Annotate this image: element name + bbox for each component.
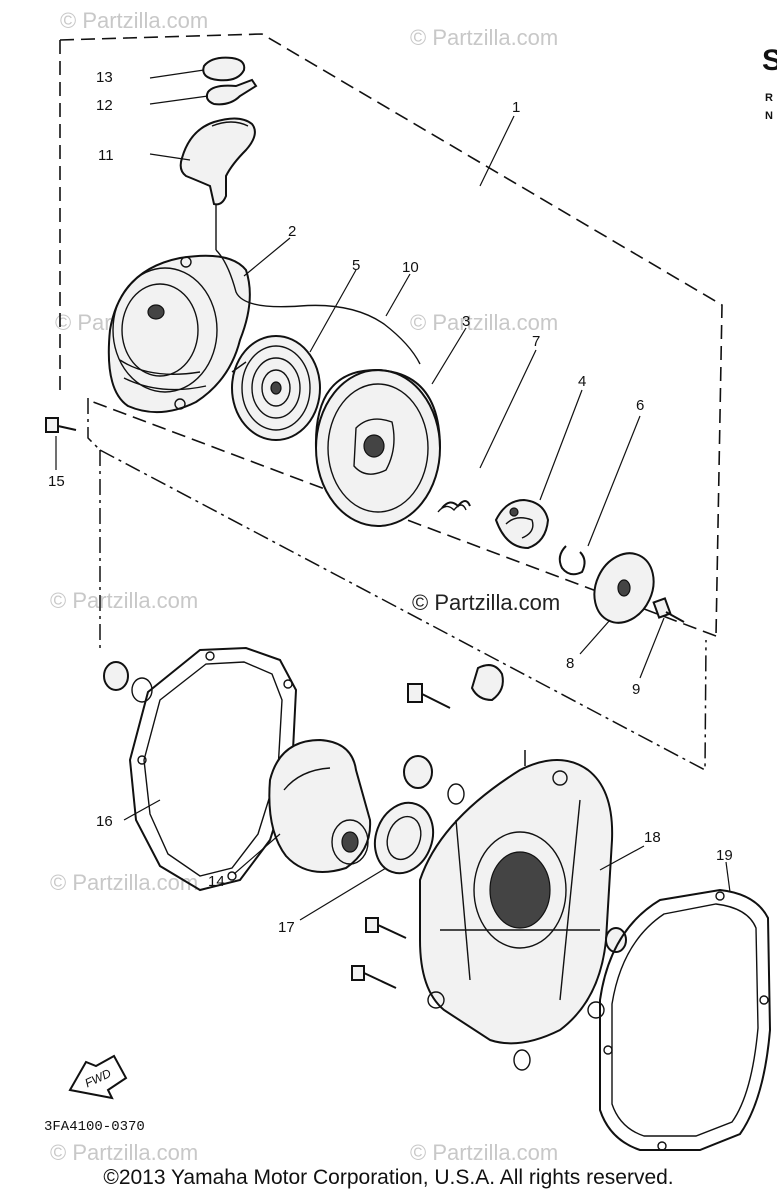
part-6-clip bbox=[558, 545, 586, 576]
part-4-drive-pawl bbox=[494, 498, 550, 550]
watermark: © Partzilla.com bbox=[60, 8, 208, 33]
callout-7: 7 bbox=[532, 333, 540, 350]
part-5-spiral-spring bbox=[231, 335, 321, 441]
callout-1: 1 bbox=[512, 99, 520, 116]
callout-2: 2 bbox=[288, 223, 296, 240]
callout-13: 13 bbox=[96, 69, 113, 86]
callout-10: 10 bbox=[402, 259, 419, 276]
part-13-handle-cap bbox=[202, 56, 246, 82]
part-8-drive-plate bbox=[593, 552, 655, 624]
fwd-label: FWD bbox=[83, 1066, 114, 1090]
part-15-screw bbox=[45, 417, 77, 433]
watermark: © Partzilla.com bbox=[410, 1140, 558, 1165]
callout-5: 5 bbox=[352, 257, 360, 274]
callout-19: 19 bbox=[716, 847, 733, 864]
watermark: © Partzilla.com bbox=[410, 25, 558, 50]
fwd-arrow: FWD bbox=[68, 1054, 128, 1100]
outline-joint bbox=[87, 398, 101, 451]
part-18-crankcase-cover bbox=[419, 759, 614, 1045]
leader-lines bbox=[55, 69, 731, 921]
side-letter: R bbox=[765, 92, 773, 104]
side-letter: N bbox=[765, 110, 773, 122]
part-10-starter-rope bbox=[215, 249, 421, 365]
part-16-gasket bbox=[128, 646, 298, 892]
callout-8: 8 bbox=[566, 655, 574, 672]
watermark: © Partzilla.com bbox=[50, 588, 198, 613]
part-3-sheave-drum bbox=[314, 368, 441, 527]
callout-16: 16 bbox=[96, 813, 113, 830]
side-heading: S bbox=[762, 44, 777, 77]
part-17-oil-seal bbox=[373, 801, 435, 875]
part-19-gasket bbox=[599, 888, 772, 1151]
callout-18: 18 bbox=[644, 829, 661, 846]
callout-11: 11 bbox=[98, 147, 114, 164]
callout-17: 17 bbox=[278, 919, 295, 936]
part-14-starter-pulley bbox=[268, 738, 372, 873]
watermark: © Partzilla.com bbox=[50, 870, 198, 895]
copyright-notice: ©2013 Yamaha Motor Corporation, U.S.A. A… bbox=[103, 1166, 674, 1189]
dowel-pins bbox=[103, 661, 153, 703]
sub-assembly-outline bbox=[99, 449, 707, 772]
part-2-starter-case bbox=[107, 254, 251, 414]
callout-15: 15 bbox=[48, 473, 65, 490]
part-11-starter-handle bbox=[179, 117, 256, 250]
callout-9: 9 bbox=[632, 681, 640, 698]
part-9-bolt bbox=[652, 597, 685, 623]
part-12-clip bbox=[205, 78, 258, 106]
callout-14: 14 bbox=[208, 873, 225, 890]
callout-numbers: 13 12 11 1 2 5 10 3 7 4 6 8 9 15 16 14 1… bbox=[48, 69, 733, 936]
callout-3: 3 bbox=[462, 313, 470, 330]
bolts-and-fittings bbox=[403, 664, 504, 805]
watermark: © Partzilla.com bbox=[50, 1140, 198, 1165]
part-7-spring bbox=[437, 500, 471, 513]
watermark: © Partzilla.com bbox=[412, 590, 560, 615]
diagram-code: 3FA4100-0370 bbox=[44, 1119, 145, 1135]
callout-6: 6 bbox=[636, 397, 644, 414]
cover-bolts bbox=[351, 917, 627, 1071]
callout-12: 12 bbox=[96, 97, 113, 114]
callout-4: 4 bbox=[578, 373, 586, 390]
watermark: © Partzilla.com bbox=[410, 310, 558, 335]
